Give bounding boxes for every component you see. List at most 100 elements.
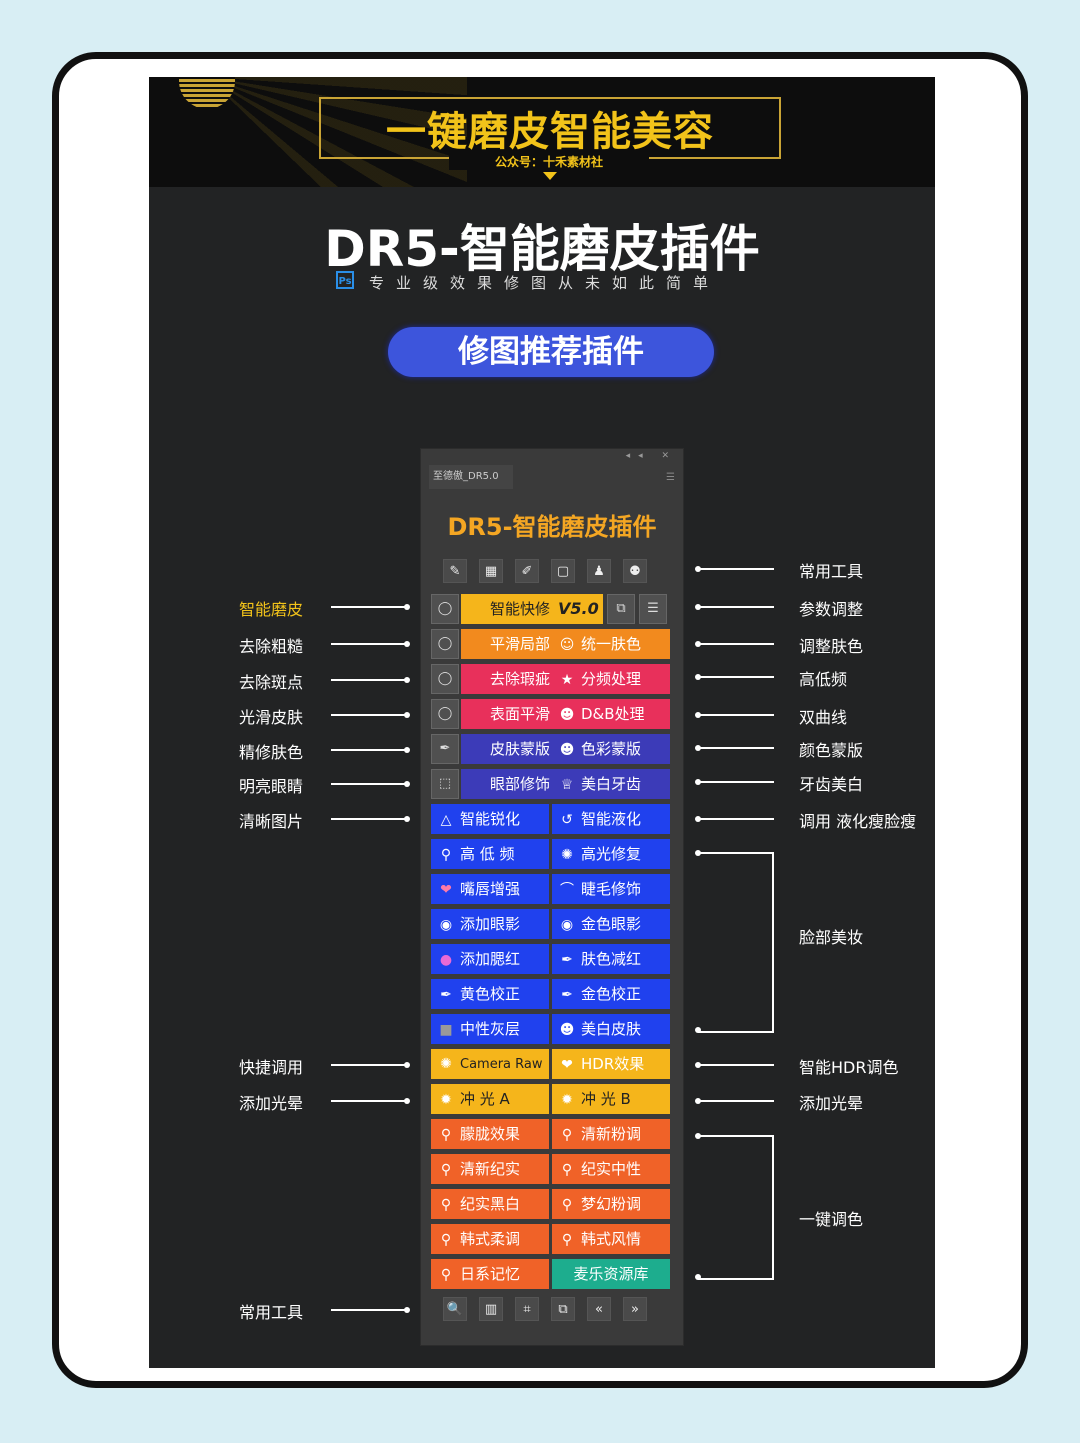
dropper-icon[interactable]: ✒: [431, 734, 459, 764]
high-low-freq-button[interactable]: ⚲高 低 频: [431, 839, 549, 869]
smart-liquify-button[interactable]: ↺智能液化: [552, 804, 670, 834]
zoom-icon[interactable]: 🔍: [443, 1297, 467, 1321]
flash-b-button[interactable]: ✹冲 光 B: [552, 1084, 670, 1114]
skin-reduce-red-button[interactable]: ✒ 肤色减红: [552, 944, 670, 974]
connector-dot: [404, 1062, 410, 1068]
panel-menu-icon[interactable]: ☰: [666, 472, 675, 483]
right-label-dual-curve: 双曲线: [799, 708, 848, 727]
person-icon[interactable]: ⚉: [623, 559, 647, 583]
freq-sep-label: 分频处理: [581, 670, 642, 688]
lasso-icon[interactable]: ◯: [431, 594, 459, 624]
right-label-add-halo: 添加光晕: [799, 1094, 864, 1113]
doc-bw-button[interactable]: ⚲纪实黑白: [431, 1189, 549, 1219]
book-icon[interactable]: ▥: [479, 1297, 503, 1321]
left-label-refine-tone: 精修肤色: [239, 743, 304, 762]
resource-lib-button[interactable]: 麦乐资源库: [552, 1259, 670, 1289]
flash-a-button[interactable]: ✹冲 光 A: [431, 1084, 549, 1114]
connector-dot: [404, 712, 410, 718]
marquee-icon[interactable]: ⬚: [431, 769, 459, 799]
bracket-one-click-tone: [698, 1135, 774, 1280]
fresh-doc-label: 清新纪实: [460, 1160, 521, 1178]
unify-skin-label: 统一肤色: [581, 635, 642, 653]
copy-icon[interactable]: ⧉: [551, 1297, 575, 1321]
color-mask-button[interactable]: ☻色彩蒙版: [552, 734, 670, 764]
prev-icon[interactable]: «: [587, 1297, 611, 1321]
camera-raw-button[interactable]: ✺Camera Raw: [431, 1049, 549, 1079]
dreamy-pink-label: 梦幻粉调: [581, 1195, 642, 1213]
connector-line: [698, 747, 774, 749]
panel-tab[interactable]: 至德傲_DR5.0: [429, 465, 513, 489]
whiten-skin-button[interactable]: ☻美白皮肤: [552, 1014, 670, 1044]
fresh-doc-button[interactable]: ⚲清新纪实: [431, 1154, 549, 1184]
connector-line: [698, 818, 774, 820]
dreamy-pink-button[interactable]: ⚲ 梦幻粉调: [552, 1189, 670, 1219]
yellow-correct-button[interactable]: ✒黄色校正: [431, 979, 549, 1009]
sliders-icon[interactable]: ☰: [639, 594, 667, 624]
connector-dot: [404, 604, 410, 610]
face-icon: ☻: [559, 707, 575, 723]
wand-icon: ⚲: [440, 1232, 452, 1248]
connector-line: [331, 606, 407, 608]
wand-icon: ⚲: [561, 1197, 573, 1213]
lash-retouch-label: 睫毛修饰: [581, 880, 642, 898]
japanese-memory-button[interactable]: ⚲日系记忆: [431, 1259, 549, 1289]
bandage-icon[interactable]: ▦: [479, 559, 503, 583]
brush-icon[interactable]: ✎: [443, 559, 467, 583]
dropper-icon: ✒: [561, 952, 573, 968]
hdr-effect-button[interactable]: ❤HDR效果: [552, 1049, 670, 1079]
panel-title: DR5-智能磨皮插件: [447, 513, 657, 541]
smooth-local-label: 平滑局部: [490, 635, 551, 653]
connector-line: [698, 714, 774, 716]
unify-skin-button[interactable]: ☺统一肤色: [552, 629, 670, 659]
triangle-icon: △: [440, 812, 452, 828]
db-process-button[interactable]: ☻ D&B处理: [552, 699, 670, 729]
lasso-icon[interactable]: ◯: [431, 664, 459, 694]
layers-icon[interactable]: ⧉: [607, 594, 635, 624]
fresh-pink-button[interactable]: ⚲清新粉调: [552, 1119, 670, 1149]
db-process-label: D&B处理: [581, 705, 645, 723]
frame-icon[interactable]: ▢: [551, 559, 575, 583]
right-label-liquify: 调用 液化瘦脸瘦: [799, 812, 917, 831]
star-icon: ★: [560, 672, 574, 688]
stamp-icon[interactable]: ♟: [587, 559, 611, 583]
right-label-hdr: 智能HDR调色: [799, 1058, 899, 1077]
neutral-gray-button[interactable]: ■中性灰层: [431, 1014, 549, 1044]
connector-line: [698, 1064, 774, 1066]
korean-style-label: 韩式风情: [581, 1230, 642, 1248]
fit-icon[interactable]: ⌗: [515, 1297, 539, 1321]
sun-icon: ✺: [440, 1056, 452, 1072]
connector-dot: [404, 1307, 410, 1313]
right-label-face-makeup: 脸部美妆: [799, 928, 864, 947]
gold-correct-button[interactable]: ✒金色校正: [552, 979, 670, 1009]
skin-reduce-red-label: 肤色减红: [581, 950, 642, 968]
korean-style-button[interactable]: ⚲韩式风情: [552, 1224, 670, 1254]
highlight-repair-button[interactable]: ✺高光修复: [552, 839, 670, 869]
lasso-icon[interactable]: ◯: [431, 629, 459, 659]
add-blush-button[interactable]: ●添加腮红: [431, 944, 549, 974]
add-eyeshadow-button[interactable]: ◉添加眼影: [431, 909, 549, 939]
gold-eyeshadow-button[interactable]: ◉金色眼影: [552, 909, 670, 939]
smart-sharpen-button[interactable]: △智能锐化: [431, 804, 549, 834]
next-icon[interactable]: »: [623, 1297, 647, 1321]
left-label-smooth-skin: 光滑皮肤: [239, 708, 304, 727]
flash-b-label: 冲 光 B: [581, 1090, 631, 1108]
recommend-badge: 修图推荐插件: [388, 327, 714, 377]
teeth-whiten-button[interactable]: ♕美白牙齿: [552, 769, 670, 799]
right-label-teeth: 牙齿美白: [799, 775, 864, 794]
gold-correct-label: 金色校正: [581, 985, 642, 1003]
hazy-effect-button[interactable]: ⚲朦胧效果: [431, 1119, 549, 1149]
wand-icon: ⚲: [440, 1267, 452, 1283]
lash-retouch-button[interactable]: ⌒睫毛修饰: [552, 874, 670, 904]
pencil-icon[interactable]: ✐: [515, 559, 539, 583]
freq-sep-button[interactable]: ★ 分频处理: [552, 664, 670, 694]
panel-window-controls[interactable]: ◂◂ ✕: [625, 451, 677, 461]
connector-line: [698, 568, 774, 570]
korean-soft-button[interactable]: ⚲韩式柔调: [431, 1224, 549, 1254]
fresh-pink-label: 清新粉调: [581, 1125, 642, 1143]
color-mask-label: 色彩蒙版: [581, 740, 642, 758]
heart-icon: ❤: [561, 1057, 573, 1073]
lasso-icon[interactable]: ◯: [431, 699, 459, 729]
doc-neutral-button[interactable]: ⚲纪实中性: [552, 1154, 670, 1184]
lip-enhance-button[interactable]: ❤嘴唇增强: [431, 874, 549, 904]
